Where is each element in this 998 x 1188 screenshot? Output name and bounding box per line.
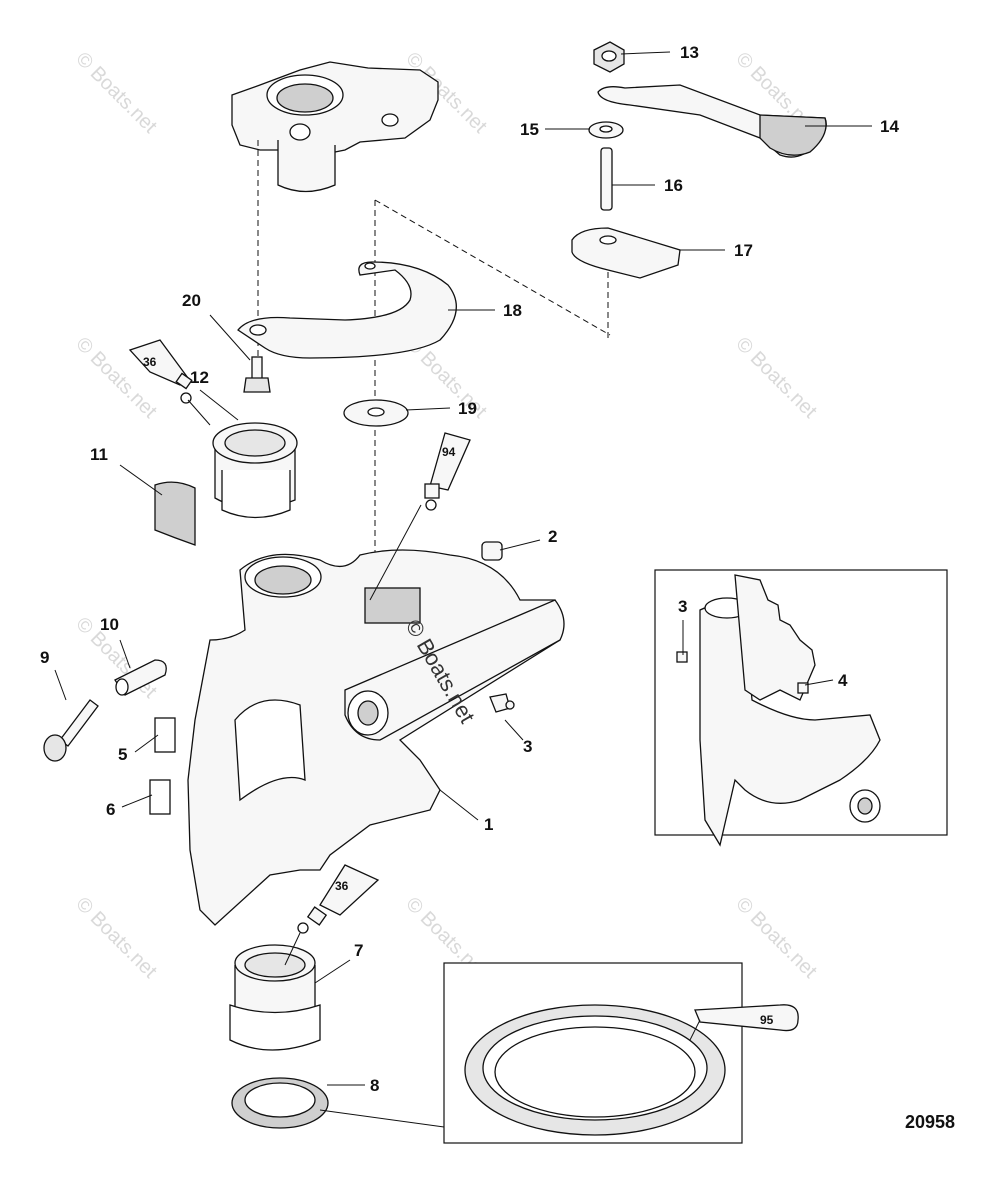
wear-pad bbox=[154, 481, 196, 546]
tube-label-36-upper: 36 bbox=[143, 355, 157, 369]
lubricant-tube-94: 94 bbox=[424, 432, 471, 511]
callout-9: 9 bbox=[40, 648, 49, 667]
lock-nut bbox=[593, 41, 625, 73]
swivel-bracket bbox=[187, 549, 565, 926]
callouts: 13 14 15 16 17 18 20 12 19 11 2 10 9 3 5… bbox=[40, 43, 899, 1095]
lower-bushing bbox=[229, 944, 321, 1051]
arc-plate bbox=[237, 261, 457, 359]
lubricant-tube-36-upper: 36 bbox=[128, 339, 193, 404]
callout-13: 13 bbox=[680, 43, 699, 62]
callout-12: 12 bbox=[190, 368, 209, 387]
callout-11: 11 bbox=[90, 445, 108, 464]
callout-2: 2 bbox=[548, 527, 557, 546]
callout-6: 6 bbox=[106, 800, 115, 819]
callout-3: 3 bbox=[523, 737, 532, 756]
inset-detail-box bbox=[654, 569, 948, 847]
callout-19: 19 bbox=[458, 399, 477, 418]
drawing-number: 20958 bbox=[905, 1112, 955, 1132]
tilt-handle bbox=[597, 84, 827, 158]
tube-label-95: 95 bbox=[760, 1013, 774, 1027]
lubricant-tube-36-lower: 36 bbox=[297, 864, 380, 934]
watermark: © Boats.net bbox=[731, 333, 821, 423]
callout-8: 8 bbox=[370, 1076, 379, 1095]
spacer-tube bbox=[114, 659, 167, 696]
callout-7: 7 bbox=[354, 941, 363, 960]
flange-bolt bbox=[43, 699, 99, 762]
seal-detail-box: 95 bbox=[443, 962, 799, 1144]
washer-15 bbox=[588, 121, 624, 139]
leader-lines bbox=[54, 51, 872, 1128]
callout-10: 10 bbox=[100, 615, 119, 634]
pivot-screw bbox=[243, 356, 271, 393]
tube-label-36-lower: 36 bbox=[335, 879, 349, 893]
watermark: © Boats.net bbox=[71, 893, 161, 983]
callout-4: 4 bbox=[838, 671, 848, 690]
plug-2 bbox=[481, 541, 503, 561]
pivot-pin bbox=[600, 147, 613, 211]
watermark: © Boats.net bbox=[71, 48, 161, 138]
seal bbox=[231, 1077, 329, 1129]
callout-5: 5 bbox=[118, 745, 127, 764]
callout-20: 20 bbox=[182, 291, 201, 310]
callout-18: 18 bbox=[503, 301, 522, 320]
callout-1: 1 bbox=[484, 815, 493, 834]
callout-15: 15 bbox=[520, 120, 539, 139]
washer-19 bbox=[343, 399, 409, 427]
callout-14: 14 bbox=[880, 117, 899, 136]
steering-head-assembly bbox=[231, 61, 439, 193]
watermark: © Boats.net bbox=[731, 893, 821, 983]
callout-3-inset: 3 bbox=[678, 597, 687, 616]
callout-17: 17 bbox=[734, 241, 753, 260]
cam-plate bbox=[571, 227, 681, 279]
callout-16: 16 bbox=[664, 176, 683, 195]
decals bbox=[149, 717, 176, 815]
tube-label-94: 94 bbox=[442, 445, 456, 459]
grease-fitting bbox=[489, 693, 515, 713]
upper-bushing bbox=[212, 422, 298, 519]
